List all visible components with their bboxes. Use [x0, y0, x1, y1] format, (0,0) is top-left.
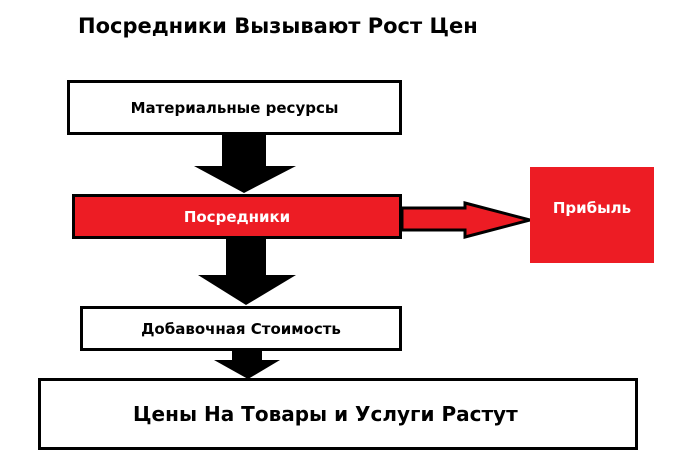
intermediaries-label: Посредники — [183, 207, 291, 226]
materials-label: Материальные ресурсы — [130, 98, 339, 117]
prices-label: Цены На Товары и Услуги Растут — [133, 402, 518, 426]
diagram-title: Посредники Вызывают Рост Цен — [78, 14, 478, 38]
right-arrow-intermediaries-to-profit — [400, 201, 536, 239]
down-arrow-intermediaries-to-added-value — [198, 239, 296, 305]
materials-box: Материальные ресурсы — [67, 80, 402, 135]
added-value-label: Добавочная Стоимость — [141, 319, 341, 338]
intermediaries-box: Посредники — [72, 194, 402, 239]
profit-box: Прибыль — [530, 167, 654, 263]
profit-label: Прибыль — [552, 199, 632, 217]
prices-box: Цены На Товары и Услуги Растут — [38, 378, 638, 450]
down-arrow-added-value-to-prices — [214, 351, 280, 379]
down-arrow-materials-to-intermediaries — [194, 135, 296, 193]
added-value-box: Добавочная Стоимость — [80, 306, 402, 351]
